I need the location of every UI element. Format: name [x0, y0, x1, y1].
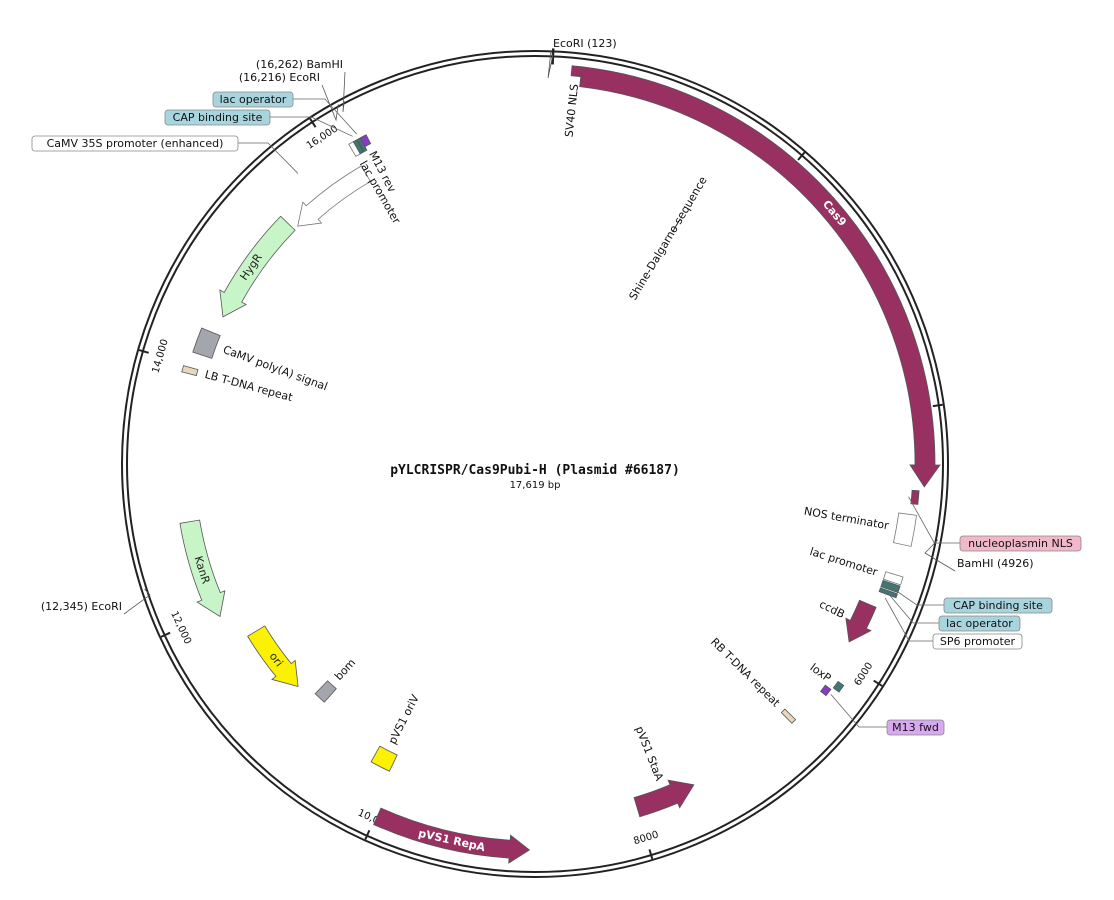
tick-mark [932, 403, 943, 408]
badge-leader [889, 585, 944, 606]
feature-badge-label: SP6 promoter [940, 635, 1016, 648]
feature-lac-promoter [882, 571, 904, 586]
site-leader [924, 539, 956, 572]
tick-label: 8000 [632, 829, 660, 847]
feature-badge-box [164, 109, 271, 126]
plasmid-length: 17,619 bp [510, 480, 561, 491]
feature-label-loxp: loxP [808, 661, 834, 685]
feature-lb-t-dna-repeat [181, 365, 199, 377]
feature-label-lac-promoter: lac promoter [808, 545, 879, 579]
inner-label-leader [672, 218, 681, 232]
badge-leader [270, 116, 353, 137]
badge-leader [830, 694, 887, 728]
feature-badge-box [959, 535, 1082, 552]
restriction-site-label: EcoRI (123) [553, 37, 617, 50]
badge-leader [887, 592, 939, 624]
feature-label-rb-t-dna-repeat: RB T-DNA repeat [708, 635, 783, 710]
feature-badge-label: CaMV 35S promoter (enhanced) [47, 137, 224, 150]
feature-pvs1-staa [633, 779, 695, 818]
feature-hygr [219, 215, 296, 318]
feature-badge-label: CAP binding site [173, 111, 263, 124]
tick-mark [797, 151, 806, 161]
tick-mark [160, 631, 171, 638]
tick-label: 12,000 [168, 610, 193, 646]
feature-badge-box [943, 597, 1053, 614]
feature-pvs1-oriv [370, 745, 398, 772]
feature-pvs1-repa [373, 807, 531, 864]
inner-label: Shine-Dalgarno sequence [627, 174, 710, 302]
feature-nos-terminator [893, 512, 918, 547]
tick-label: 6000 [853, 661, 876, 688]
plasmid-title: pYLCRISPR/Cas9Pubi-H (Plasmid #66187) [390, 463, 680, 478]
feature-nucleoplasmin-nls [910, 489, 920, 505]
tick-mark [309, 118, 317, 128]
feature-badge-label: lac operator [220, 93, 287, 106]
feature-label-ccdb: ccdB [817, 598, 847, 621]
restriction-sites: EcoRI (123) (16,262) BamHI(16,216) EcoRI (… [41, 37, 1034, 615]
tick-mark [648, 849, 654, 860]
feature-ori [247, 625, 299, 688]
feature-badge-box [938, 615, 1021, 632]
tick-label: 14,000 [151, 338, 171, 375]
feature-label-pvs1-oriv: pVS1 oriV [386, 692, 422, 746]
feature-badge-label: lac operator [946, 617, 1013, 630]
site-leader [321, 84, 339, 122]
feature-m13-rev [359, 134, 372, 148]
feature-cas9 [579, 66, 941, 488]
feature-loxp [832, 680, 845, 693]
feature-ccdb [845, 599, 877, 643]
badge-leader [293, 98, 358, 135]
feature-cap-binding-site [352, 139, 365, 155]
site-leader [547, 50, 554, 79]
backbone-inner-ring [126, 55, 944, 873]
feature-bom [314, 680, 337, 703]
feature-badge-label: nucleoplasmin NLS [968, 537, 1073, 550]
feature-label-nos-terminator: NOS terminator [803, 505, 890, 533]
feature-sv40-nls [570, 65, 583, 78]
restriction-site-label: (12,345) EcoRI [41, 600, 122, 613]
feature-kanr [179, 519, 226, 618]
backbone-outer-ring [121, 50, 949, 878]
feature-rb-t-dna-repeat [780, 708, 797, 724]
feature-lac-operator [878, 587, 898, 599]
feature-label-pvs1-staa: pVS1 StaA [633, 724, 666, 783]
site-leader [123, 588, 151, 615]
feature-camv-poly-a-signal [192, 327, 221, 359]
restriction-site-label: (16,262) BamHI [256, 58, 343, 71]
feature-badge-label: CAP binding site [953, 599, 1043, 612]
feature-badge-box [212, 91, 294, 108]
badge-leader [238, 142, 299, 174]
tick-mark [873, 679, 883, 687]
features [179, 65, 941, 864]
feature-badge-box [31, 135, 239, 152]
feature-badge-label: M13 fwd [892, 721, 939, 734]
feature-m13-fwd [820, 684, 832, 697]
tick-mark [138, 349, 149, 354]
site-leader [342, 71, 346, 113]
feature-lac-operator [356, 137, 368, 153]
feature-label-sv40-nls: SV40 NLS [563, 83, 582, 137]
tick-mark [364, 829, 371, 840]
badge-leader [884, 597, 933, 642]
feature-camv-35s-promoter-enhanced [297, 165, 371, 227]
badge-leader [908, 496, 960, 544]
feature-label-bom: bom [332, 656, 358, 683]
restriction-site-label: (16,216) EcoRI [239, 71, 320, 84]
feature-badge-box [932, 633, 1023, 650]
feature-badge-box [886, 719, 945, 736]
restriction-site-label: BamHI (4926) [957, 557, 1034, 570]
